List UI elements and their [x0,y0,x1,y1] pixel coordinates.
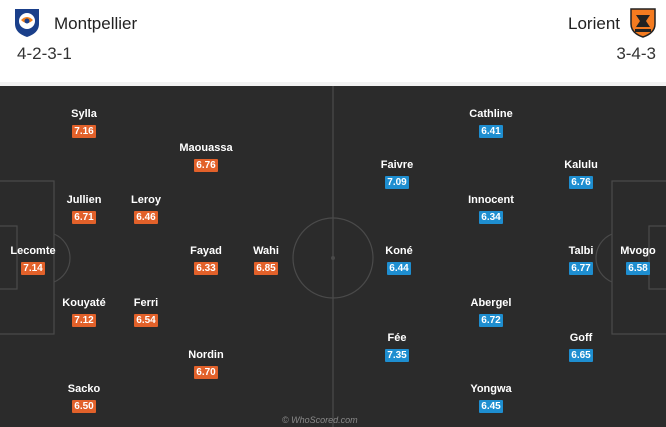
player-name: Innocent [468,194,514,206]
player-name: Koné [385,245,413,257]
player-name: Sylla [71,108,97,120]
player-rating: 6.50 [72,400,96,413]
player-rating: 6.77 [569,262,593,275]
player-kalulu[interactable]: Kalulu 6.76 [546,159,616,190]
player-rating: 6.76 [194,159,218,172]
player-name: Faivre [380,159,414,171]
player-leroy[interactable]: Leroy 6.46 [111,194,181,225]
player-name: Nordin [188,349,224,361]
pitch-markings [0,86,666,427]
player-name: Sacko [67,383,101,395]
header-divider [0,82,666,86]
player-sylla[interactable]: Sylla 7.16 [49,108,119,139]
player-kouyate[interactable]: Kouyaté 7.12 [49,297,119,328]
match-header: Montpellier 4-2-3-1 Lorient 3-4-3 [0,0,666,82]
player-jullien[interactable]: Jullien 6.71 [49,194,119,225]
player-rating: 7.35 [385,349,409,362]
player-rating: 6.54 [134,314,158,327]
player-name: Maouassa [179,142,233,154]
away-penalty-arc [595,233,613,283]
player-kone[interactable]: Koné 6.44 [364,245,434,276]
player-name: Fée [387,332,407,344]
home-goal-area [0,225,18,290]
player-rating: 6.85 [254,262,278,275]
pitch: Sylla 7.16 Maouassa 6.76 Jullien 6.71 Le… [0,86,666,427]
player-name: Yongwa [470,383,512,395]
player-ferri[interactable]: Ferri 6.54 [111,297,181,328]
player-rating: 6.65 [569,349,593,362]
player-name: Ferri [133,297,159,309]
player-name: Leroy [131,194,161,206]
player-rating: 7.16 [72,125,96,138]
player-rating: 6.58 [626,262,650,275]
home-penalty-arc [53,233,71,283]
player-yongwa[interactable]: Yongwa 6.45 [456,383,526,414]
player-mvogo[interactable]: Mvogo 6.58 [603,245,666,276]
home-team-name[interactable]: Montpellier [54,14,138,33]
player-rating: 6.45 [479,400,503,413]
away-penalty-box [611,180,666,335]
player-name: Fayad [190,245,222,257]
player-rating: 6.70 [194,366,218,379]
player-fee[interactable]: Fée 7.35 [362,332,432,363]
player-name: Kalulu [564,159,598,171]
player-name: Abergel [470,297,512,309]
player-talbi[interactable]: Talbi 6.77 [546,245,616,276]
player-nordin[interactable]: Nordin 6.70 [171,349,241,380]
player-cathline[interactable]: Cathline 6.41 [456,108,526,139]
player-name: Talbi [568,245,594,257]
player-rating: 7.14 [21,262,45,275]
player-name: Cathline [469,108,513,120]
player-wahi[interactable]: Wahi 6.85 [231,245,301,276]
player-rating: 6.71 [72,211,96,224]
away-goal-area [648,225,666,290]
player-rating: 6.41 [479,125,503,138]
home-formation: 4-2-3-1 [17,44,72,63]
away-team-name[interactable]: Lorient [568,14,620,33]
player-maouassa[interactable]: Maouassa 6.76 [171,142,241,173]
player-innocent[interactable]: Innocent 6.34 [456,194,526,225]
player-name: Lecomte [10,245,56,257]
player-name: Goff [569,332,593,344]
player-rating: 6.44 [387,262,411,275]
player-rating: 6.34 [479,211,503,224]
player-name: Wahi [253,245,279,257]
player-rating: 6.46 [134,211,158,224]
home-penalty-box [0,180,55,335]
player-lecomte[interactable]: Lecomte 7.14 [0,245,68,276]
player-abergel[interactable]: Abergel 6.72 [456,297,526,328]
player-rating: 7.12 [72,314,96,327]
whoscored-watermark: © WhoScored.com [282,415,358,425]
center-spot [331,256,335,260]
player-rating: 6.76 [569,176,593,189]
player-rating: 6.72 [479,314,503,327]
player-name: Mvogo [620,245,656,257]
player-sacko[interactable]: Sacko 6.50 [49,383,119,414]
center-circle [292,217,374,299]
player-fayad[interactable]: Fayad 6.33 [171,245,241,276]
player-name: Jullien [66,194,102,206]
montpellier-crest-icon [15,9,39,37]
away-formation: 3-4-3 [616,44,656,63]
player-name: Kouyaté [62,297,106,309]
player-goff[interactable]: Goff 6.65 [546,332,616,363]
lorient-crest-icon [630,8,656,38]
player-rating: 7.09 [385,176,409,189]
player-rating: 6.33 [194,262,218,275]
player-faivre[interactable]: Faivre 7.09 [362,159,432,190]
